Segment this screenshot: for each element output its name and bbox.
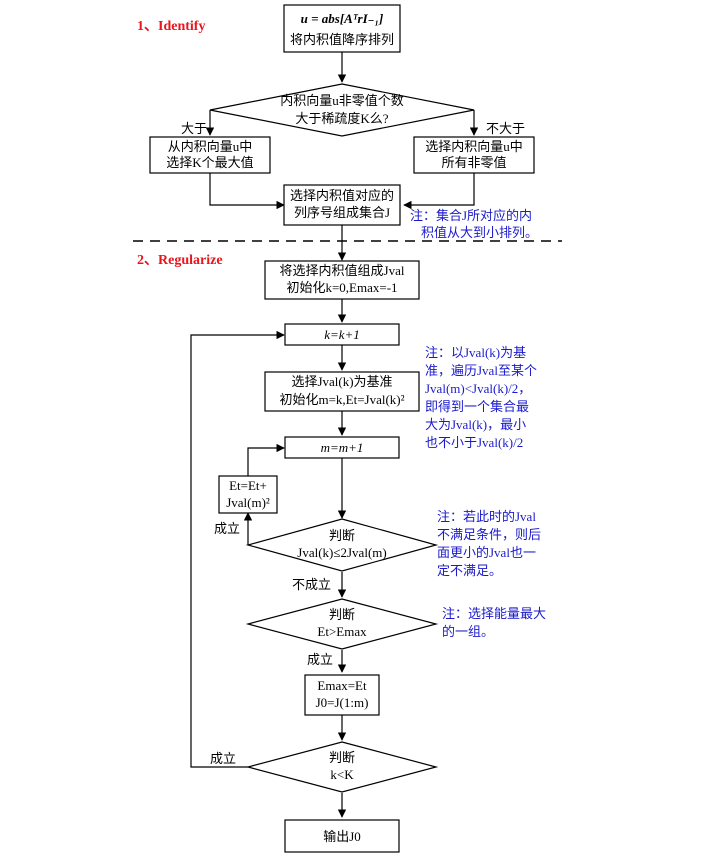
decision-jval-ratio-line1: 判断 bbox=[329, 528, 355, 543]
node-init-jval-line2: 初始化k=0,Emax=-1 bbox=[286, 280, 397, 295]
note-baseline-traverse: 注：以Jval(k)为基 准，遍历Jval至某个 Jval(m)<Jval(k)… bbox=[425, 345, 537, 450]
node-output-j0-text: 输出J0 bbox=[323, 829, 361, 844]
node-k-increment-text: k=k+1 bbox=[324, 327, 360, 342]
node-select-baseline-line2: 初始化m=k,Et=Jval(k)² bbox=[279, 392, 404, 407]
node-select-baseline: 选择Jval(k)为基准 初始化m=k,Et=Jval(k)² bbox=[264, 371, 420, 412]
note-smaller-jval-line1: 注：若此时的Jval bbox=[437, 509, 536, 524]
decision-energy-max-line1: 判断 bbox=[329, 607, 355, 622]
note-baseline-traverse-line2: 准，遍历Jval至某个 bbox=[425, 363, 537, 378]
note-max-energy-line1: 注：选择能量最大 bbox=[442, 606, 546, 621]
edge-label-d2-no: 不成立 bbox=[292, 577, 331, 592]
note-baseline-traverse-line1: 注：以Jval(k)为基 bbox=[425, 345, 526, 360]
note-baseline-traverse-line4: 即得到一个集合最 bbox=[425, 399, 529, 414]
edge-label-d4-yes: 成立 bbox=[210, 751, 236, 766]
note-set-j-order: 注：集合J所对应的内 积值从大到小排列。 bbox=[410, 208, 538, 240]
decision-k-less-than-k-line1: 判断 bbox=[329, 750, 355, 765]
node-inner-product: u = abs[AᵀrI₋₁] 将内积值降序排列 bbox=[283, 4, 401, 53]
node-inner-product-text: 将内积值降序排列 bbox=[290, 32, 394, 47]
note-baseline-traverse-line5: 大为Jval(k)，最小 bbox=[425, 417, 526, 432]
arrow-n2-n4 bbox=[209, 173, 285, 210]
node-update-emax-line2: J0=J(1:m) bbox=[316, 695, 369, 710]
section-title-identify: 1、Identify bbox=[137, 19, 205, 34]
note-max-energy: 注：选择能量最大 的一组。 bbox=[442, 606, 546, 639]
note-max-energy-line2: 的一组。 bbox=[442, 624, 494, 639]
decision-energy-max-line2: Et>Emax bbox=[317, 624, 367, 639]
decision-jval-ratio: 判断 Jval(k)≤2Jval(m) bbox=[245, 518, 439, 572]
edge-label-d2-yes: 成立 bbox=[214, 521, 240, 536]
decision-energy-max: 判断 Et>Emax bbox=[245, 598, 439, 650]
decision-nonzero-count-line2: 大于稀疏度K么? bbox=[295, 111, 388, 126]
node-m-increment-text: m=m+1 bbox=[321, 440, 364, 455]
node-select-all-nonzero-line2: 所有非零值 bbox=[441, 155, 506, 170]
node-update-emax-line1: Emax=Et bbox=[317, 678, 367, 693]
node-select-k-largest: 从内积向量u中 选择K个最大值 bbox=[149, 136, 271, 174]
node-init-jval-line1: 将选择内积值组成Jval bbox=[280, 263, 405, 278]
node-build-set-j-line2: 列序号组成集合J bbox=[294, 205, 390, 220]
node-select-baseline-line1: 选择Jval(k)为基准 bbox=[291, 374, 392, 389]
note-baseline-traverse-line3: Jval(m)<Jval(k)/2， bbox=[425, 381, 531, 396]
note-smaller-jval-line4: 定不满足。 bbox=[437, 563, 502, 578]
note-smaller-jval-line3: 面更小的Jval也一 bbox=[437, 545, 536, 560]
edge-label-d1-right: 不大于 bbox=[486, 121, 525, 136]
node-select-k-largest-line2: 选择K个最大值 bbox=[166, 155, 253, 170]
node-select-k-largest-line1: 从内积向量u中 bbox=[168, 139, 253, 154]
node-init-jval: 将选择内积值组成Jval 初始化k=0,Emax=-1 bbox=[264, 260, 420, 300]
decision-k-less-than-k-line2: k<K bbox=[330, 767, 354, 782]
edge-label-d3-yes: 成立 bbox=[307, 652, 333, 667]
node-build-set-j: 选择内积值对应的 列序号组成集合J bbox=[283, 184, 401, 226]
node-accumulate-energy-line1: Et=Et+ bbox=[229, 478, 267, 493]
node-inner-product-formula: u = abs[AᵀrI₋₁] bbox=[301, 11, 384, 26]
decision-k-less-than-k: 判断 k<K bbox=[245, 741, 439, 793]
node-update-emax: Emax=Et J0=J(1:m) bbox=[304, 674, 380, 716]
node-k-increment: k=k+1 bbox=[284, 323, 400, 346]
arrow-n9-n8 bbox=[247, 443, 285, 476]
edge-label-d1-left: 大于 bbox=[181, 121, 207, 136]
note-set-j-order-line1: 注：集合J所对应的内 bbox=[410, 208, 532, 223]
node-build-set-j-line1: 选择内积值对应的 bbox=[290, 188, 394, 203]
note-smaller-jval: 注：若此时的Jval 不满足条件，则后 面更小的Jval也一 定不满足。 bbox=[437, 509, 541, 578]
node-select-all-nonzero-line1: 选择内积向量u中 bbox=[425, 139, 523, 154]
decision-nonzero-count: 内积向量u非零值个数 大于稀疏度K么? bbox=[209, 83, 475, 137]
node-m-increment: m=m+1 bbox=[284, 436, 400, 459]
decision-nonzero-count-line1: 内积向量u非零值个数 bbox=[280, 93, 404, 108]
section-title-regularize: 2、Regularize bbox=[137, 253, 223, 268]
note-set-j-order-line2: 积值从大到小排列。 bbox=[421, 225, 538, 240]
arrow-n3-n4 bbox=[403, 173, 475, 210]
node-select-all-nonzero: 选择内积向量u中 所有非零值 bbox=[413, 136, 535, 174]
node-accumulate-energy-line2: Jval(m)² bbox=[226, 495, 270, 510]
node-accumulate-energy: Et=Et+ Jval(m)² bbox=[218, 475, 278, 514]
connectors bbox=[190, 52, 479, 818]
decision-jval-ratio-line2: Jval(k)≤2Jval(m) bbox=[297, 545, 386, 560]
note-smaller-jval-line2: 不满足条件，则后 bbox=[437, 527, 541, 542]
note-baseline-traverse-line6: 也不小于Jval(k)/2 bbox=[425, 435, 523, 450]
node-output-j0: 输出J0 bbox=[284, 819, 400, 853]
arrow-d4-n6 bbox=[190, 330, 285, 768]
